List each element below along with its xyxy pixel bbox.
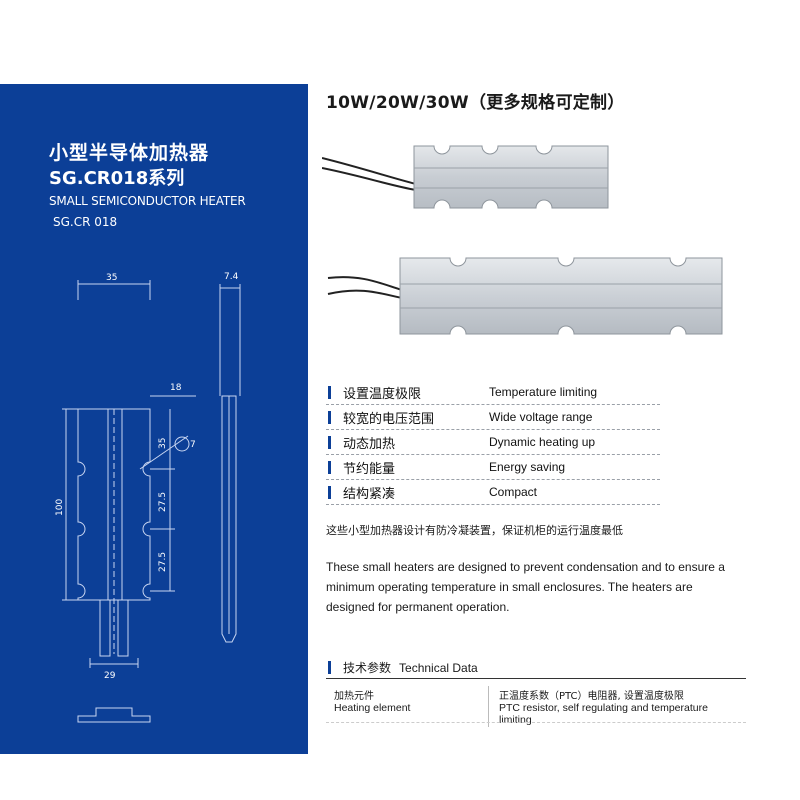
heater-wire	[322, 157, 417, 185]
product-model: SG.CR 018	[53, 215, 118, 229]
dim-label-27-5-a: 27.5	[158, 492, 168, 512]
heater-terminal-left	[99, 599, 111, 657]
heater-front-outline	[77, 408, 151, 601]
feature-item: 结构紧凑 Compact	[326, 480, 660, 505]
table-cell: 加热元件 Heating element	[326, 686, 489, 727]
wattage-heading: 10W/20W/30W（更多规格可定制）	[326, 93, 625, 113]
heater-body	[399, 257, 723, 335]
heater-body	[413, 145, 609, 209]
feature-label-cn: 结构紧凑	[343, 486, 396, 502]
dim-label-35-v: 35	[158, 438, 168, 449]
dim-label-29: 29	[104, 671, 116, 681]
feature-item: 较宽的电压范围 Wide voltage range	[326, 405, 660, 430]
product-title-en: SMALL SEMICONDUCTOR HEATER	[49, 194, 246, 208]
feature-label-cn: 节约能量	[343, 461, 396, 477]
heater-terminal-right	[117, 599, 129, 657]
dim-label-height: 100	[55, 499, 65, 516]
left-info-panel: 小型半导体加热器 SG.CR018系列 SMALL SEMICONDUCTOR …	[0, 84, 308, 754]
product-title-cn: 小型半导体加热器	[49, 142, 210, 164]
feature-label-cn: 较宽的电压范围	[343, 411, 435, 427]
dim-label-18: 18	[170, 383, 182, 393]
heater-wire	[322, 167, 417, 191]
feature-label-en: Compact	[489, 485, 538, 499]
feature-marker	[328, 435, 331, 449]
feature-marker	[328, 485, 331, 499]
hole-symbol	[174, 436, 190, 452]
tech-data-heading: 技术参数 Technical Data	[328, 659, 478, 676]
table-cell: 正温度系数（PTC）电阻器, 设置温度极限 PTC resistor, self…	[489, 686, 747, 727]
feature-label-en: Energy saving	[489, 460, 566, 474]
dim-label-hole: 7	[190, 440, 196, 450]
tech-divider	[326, 678, 746, 679]
tech-value-en: PTC resistor, self regulating and temper…	[499, 702, 708, 726]
product-series: SG.CR018系列	[49, 168, 185, 189]
dim-label-width: 35	[106, 273, 117, 283]
heater-side-view	[221, 395, 237, 643]
feature-label-en: Dynamic heating up	[489, 435, 596, 449]
feature-list: 设置温度极限 Temperature limiting 较宽的电压范围 Wide…	[326, 380, 660, 505]
heater-wire	[327, 276, 403, 291]
tech-label-en: Heating element	[334, 702, 411, 714]
feature-marker	[328, 460, 331, 474]
dim-label-7-4: 7.4	[224, 272, 239, 282]
feature-item: 动态加热 Dynamic heating up	[326, 430, 660, 455]
table-bottom-divider	[326, 722, 746, 724]
hole-leader-line	[139, 435, 189, 470]
feature-label-en: Temperature limiting	[489, 385, 598, 399]
feature-label-cn: 设置温度极限	[343, 386, 422, 402]
feature-label-cn: 动态加热	[343, 436, 396, 452]
tech-title-cn: 技术参数	[343, 661, 392, 675]
feature-item: 设置温度极限 Temperature limiting	[326, 380, 660, 405]
tech-label-cn: 加热元件	[334, 691, 374, 702]
feature-marker	[328, 385, 331, 399]
tech-marker	[328, 661, 331, 674]
feature-item: 节约能量 Energy saving	[326, 455, 660, 480]
heater-bottom-view	[77, 707, 151, 723]
dimension-drawing: 35 18 7.4 7 29 35 27.5 27.5 100	[55, 272, 241, 723]
heater-photo-large	[327, 257, 723, 335]
dim-label-27-5-b: 27.5	[158, 552, 168, 572]
tech-data-table: 加热元件 Heating element 正温度系数（PTC）电阻器, 设置温度…	[326, 686, 746, 727]
feature-label-en: Wide voltage range	[489, 410, 593, 424]
description-cn: 这些小型加热器设计有防冷凝装置，保证机柜的运行温度最低	[326, 524, 623, 537]
feature-marker	[328, 410, 331, 424]
tech-value-cn: 正温度系数（PTC）电阻器, 设置温度极限	[499, 691, 684, 702]
description-en: These small heaters are designed to prev…	[326, 560, 725, 614]
table-row: 加热元件 Heating element 正温度系数（PTC）电阻器, 设置温度…	[326, 686, 746, 727]
tech-title-en: Technical Data	[399, 660, 478, 675]
heater-wire	[327, 289, 403, 299]
heater-photo-small	[322, 145, 609, 209]
